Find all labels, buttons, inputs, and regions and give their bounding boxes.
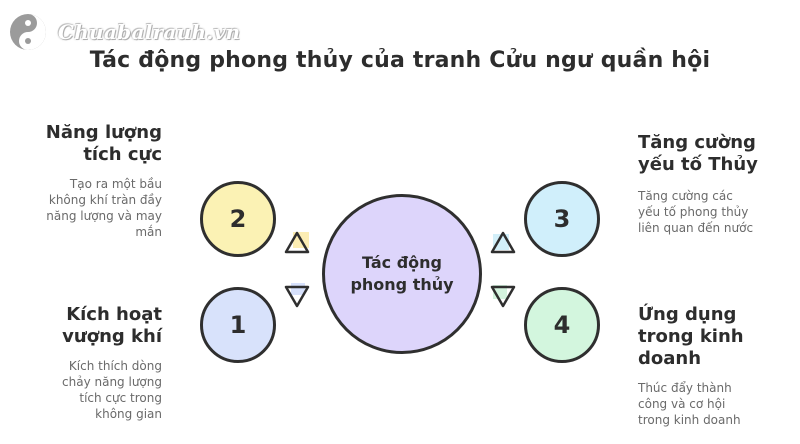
center-label: Tác động phong thủy (322, 252, 482, 296)
page-title: Tác động phong thủy của tranh Cửu ngư qu… (89, 48, 711, 73)
item-4-desc-line: công và cơ hội (638, 397, 726, 411)
step-3-number: 3 (553, 205, 571, 233)
step-1-circle: 1 (200, 287, 276, 363)
item-4-heading-line1: Ứng dụng (638, 304, 737, 325)
step-2-circle: 2 (200, 181, 276, 257)
yin-yang-icon (10, 14, 46, 50)
step-2-number: 2 (229, 205, 247, 233)
item-3-desc-line: Tăng cường các (638, 189, 733, 203)
arrow-down-icon (490, 285, 516, 308)
item-2-heading: Năng lượng tích cực (20, 122, 162, 166)
item-4-desc-line: Thúc đẩy thành (638, 381, 732, 395)
item-2-heading-line1: Năng lượng (45, 122, 162, 143)
step-3-circle: 3 (524, 181, 600, 257)
item-3-heading-line2: yếu tố Thủy (638, 154, 758, 175)
item-4-heading-line3: doanh (638, 348, 702, 369)
item-3-desc-line: yếu tố phong thủy (638, 205, 749, 219)
item-4-heading-line2: trong kinh (638, 326, 744, 347)
item-4-description: Thúc đẩy thành công và cơ hội trong kinh… (638, 380, 788, 428)
item-1-description: Kích thích dòng chảy năng lượng tích cực… (20, 358, 162, 422)
item-3-desc-line: liên quan đến nước (638, 221, 754, 235)
step-4-number: 4 (553, 311, 571, 339)
center-circle (322, 194, 482, 354)
item-2-description: Tạo ra một bầu không khí tràn đầy năng l… (20, 176, 162, 240)
item-1-heading-line1: Kích hoạt (66, 304, 162, 325)
item-2-desc-line: năng lượng và may (46, 209, 162, 223)
center-label-line1: Tác động (362, 253, 442, 272)
step-1-number: 1 (229, 311, 247, 339)
arrow-down-icon (284, 283, 310, 308)
item-4-heading: Ứng dụng trong kinh doanh (638, 304, 788, 370)
item-2-desc-line: mắn (135, 225, 162, 239)
item-1-heading: Kích hoạt vượng khí (20, 304, 162, 348)
item-1-desc-line: không gian (95, 407, 162, 421)
item-1-desc-line: Kích thích dòng (68, 359, 162, 373)
item-1-desc-line: chảy năng lượng (62, 375, 162, 389)
item-1-heading-line2: vượng khí (62, 326, 162, 347)
arrow-up-icon (490, 231, 516, 254)
item-3-description: Tăng cường các yếu tố phong thủy liên qu… (638, 188, 788, 236)
item-4-desc-line: trong kinh doanh (638, 413, 741, 427)
item-3-heading: Tăng cường yếu tố Thủy (638, 132, 788, 176)
item-3-heading-line1: Tăng cường (638, 132, 756, 153)
item-2-desc-line: không khí tràn đầy (48, 193, 162, 207)
item-2-heading-line2: tích cực (83, 144, 162, 165)
site-logo[interactable]: Chuabalrauh.vn (8, 8, 240, 56)
arrow-up-icon (284, 231, 310, 254)
item-1-desc-line: tích cực trong (79, 391, 162, 405)
item-2-desc-line: Tạo ra một bầu (69, 177, 162, 191)
center-label-line2: phong thủy (350, 275, 454, 294)
step-4-circle: 4 (524, 287, 600, 363)
logo-text: Chuabalrauh.vn (58, 20, 241, 44)
